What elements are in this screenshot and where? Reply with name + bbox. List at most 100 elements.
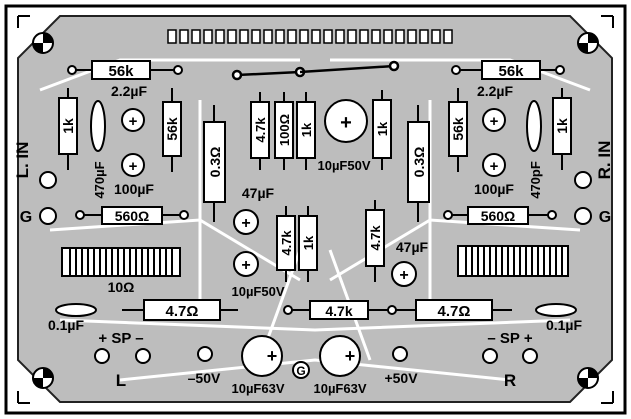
svg-text:+: + <box>129 113 138 130</box>
corner-marks <box>17 15 614 404</box>
minus-50v-label: –50V <box>188 370 221 386</box>
mounting-hole-icon <box>32 32 54 54</box>
left-input-label: L. IN <box>13 142 32 179</box>
resistor-4.7ohm-right: 4.7Ω <box>396 299 512 321</box>
resistor-1k-top: 1k <box>296 92 316 170</box>
capacitor-0.1uF-right: 0.1µF <box>535 303 583 333</box>
capacitor-100uF-right: + 100µF <box>474 153 514 197</box>
svg-text:1k: 1k <box>299 122 314 137</box>
capacitor-47uF-right: 47µF + <box>391 239 429 287</box>
plus-50v-label: +50V <box>384 370 418 386</box>
mounting-hole-icon <box>577 32 599 54</box>
svg-text:4.7k: 4.7k <box>368 225 383 251</box>
resistor-0.3ohm-left: 0.3Ω <box>203 105 226 222</box>
ground-pad: G <box>292 361 310 379</box>
resistor-1k-left: 1k <box>58 88 78 170</box>
svg-text:560Ω: 560Ω <box>481 208 516 224</box>
capacitor-10uF50V-top: + 10µF50V <box>317 99 371 173</box>
svg-text:47µF: 47µF <box>396 239 429 255</box>
svg-text:+: + <box>340 112 352 134</box>
svg-text:+: + <box>267 346 278 366</box>
svg-text:4.7k: 4.7k <box>325 303 352 319</box>
svg-text:0.1µF: 0.1µF <box>48 317 85 333</box>
svg-text:1k: 1k <box>554 118 570 134</box>
mounting-hole-icon <box>32 367 54 389</box>
svg-text:+: + <box>241 215 250 232</box>
resistor-56k-right: 56k <box>451 60 565 80</box>
resistor-4.7k-horizontal: 4.7k <box>283 300 397 320</box>
capacitor-0.1uF-left: 0.1µF <box>48 303 97 333</box>
resistor-100ohm: 100Ω <box>274 92 294 170</box>
capacitor-470uF-left: 470µF <box>90 100 107 199</box>
capacitor-10uF63V-left: + 10µF63V <box>231 335 285 396</box>
jumper-wires <box>231 60 400 81</box>
resistor-1k-right: 1k <box>552 88 572 170</box>
svg-text:0.3Ω: 0.3Ω <box>207 147 223 178</box>
svg-text:47µF: 47µF <box>242 185 275 201</box>
resistor-4.7k-top: 4.7k <box>250 92 270 170</box>
svg-text:2.2µF: 2.2µF <box>111 83 148 99</box>
svg-text:1k: 1k <box>375 121 390 136</box>
svg-text:2.2µF: 2.2µF <box>477 83 514 99</box>
speaker-pads <box>94 346 538 364</box>
resistor-4.7k-c: 4.7k <box>365 200 385 282</box>
svg-text:56k: 56k <box>450 117 466 141</box>
coil-10ohm-left: 10Ω <box>61 247 181 295</box>
resistor-56k-vertical-left: 56k <box>162 88 182 172</box>
svg-text:+: + <box>490 158 499 175</box>
resistor-4.7ohm-left: 4.7Ω <box>122 299 238 321</box>
svg-text:+: + <box>399 267 408 284</box>
svg-text:4.7Ω: 4.7Ω <box>438 303 471 320</box>
svg-text:4.7Ω: 4.7Ω <box>166 303 199 320</box>
coil-right <box>457 245 569 277</box>
resistor-4.7k-a: 4.7k <box>276 206 296 282</box>
ground-label-right: G <box>599 209 611 226</box>
ground-label-left: G <box>20 209 32 226</box>
svg-text:100µF: 100µF <box>474 181 514 197</box>
capacitor-2.2uF-left: 2.2µF + <box>111 83 148 132</box>
capacitor-10uF50V-bottom: + 10µF50V <box>231 251 285 299</box>
capacitor-470pF-right: 470pF <box>526 100 543 199</box>
svg-text:100Ω: 100Ω <box>277 114 292 146</box>
svg-text:100µF: 100µF <box>114 181 154 197</box>
capacitor-10uF63V-right: + 10µF63V <box>313 335 367 396</box>
svg-text:4.7k: 4.7k <box>279 230 294 256</box>
input-pads <box>39 171 592 225</box>
resistor-0.3ohm-right: 0.3Ω <box>407 105 430 222</box>
svg-text:560Ω: 560Ω <box>115 208 150 224</box>
resistor-1k-mid: 1k <box>372 90 392 170</box>
svg-text:10µF63V: 10µF63V <box>313 381 366 396</box>
resistor-1k-b: 1k <box>298 206 318 282</box>
svg-text:+: + <box>490 113 499 130</box>
svg-text:10µF50V: 10µF50V <box>231 284 284 299</box>
svg-text:+: + <box>129 158 138 175</box>
svg-text:1k: 1k <box>301 235 316 250</box>
speaker-left-label: + SP – <box>98 330 143 347</box>
left-channel-label: L <box>116 371 126 390</box>
svg-text:0.1µF: 0.1µF <box>546 317 583 333</box>
resistor-56k-left: 56k <box>67 60 183 80</box>
capacitor-47uF-left: 47µF + <box>233 185 275 235</box>
capacitor-2.2uF-right: 2.2µF + <box>477 83 514 132</box>
speaker-right-label: – SP + <box>487 330 532 347</box>
svg-text:10µF63V: 10µF63V <box>231 381 284 396</box>
capacitor-100uF-left: + 100µF <box>114 153 154 197</box>
svg-text:10µF50V: 10µF50V <box>317 158 370 173</box>
resistor-560ohm-left: 560Ω <box>75 206 189 225</box>
right-input-label: R. IN <box>595 141 614 180</box>
svg-text:4.7k: 4.7k <box>253 117 268 143</box>
svg-text:+: + <box>345 346 356 366</box>
right-channel-label: R <box>504 371 516 390</box>
r56k-r-label: 56k <box>498 63 524 80</box>
svg-text:0.3Ω: 0.3Ω <box>411 147 427 178</box>
svg-text:470pF: 470pF <box>528 161 543 199</box>
r56k-l-label: 56k <box>108 63 134 80</box>
resistor-56k-vertical-right: 56k <box>448 88 468 172</box>
svg-text:+: + <box>241 257 250 274</box>
svg-text:G: G <box>296 364 305 378</box>
ic-pin-row <box>167 29 453 44</box>
svg-text:10Ω: 10Ω <box>108 279 135 295</box>
svg-text:470µF: 470µF <box>92 161 107 198</box>
mounting-hole-icon <box>577 367 599 389</box>
